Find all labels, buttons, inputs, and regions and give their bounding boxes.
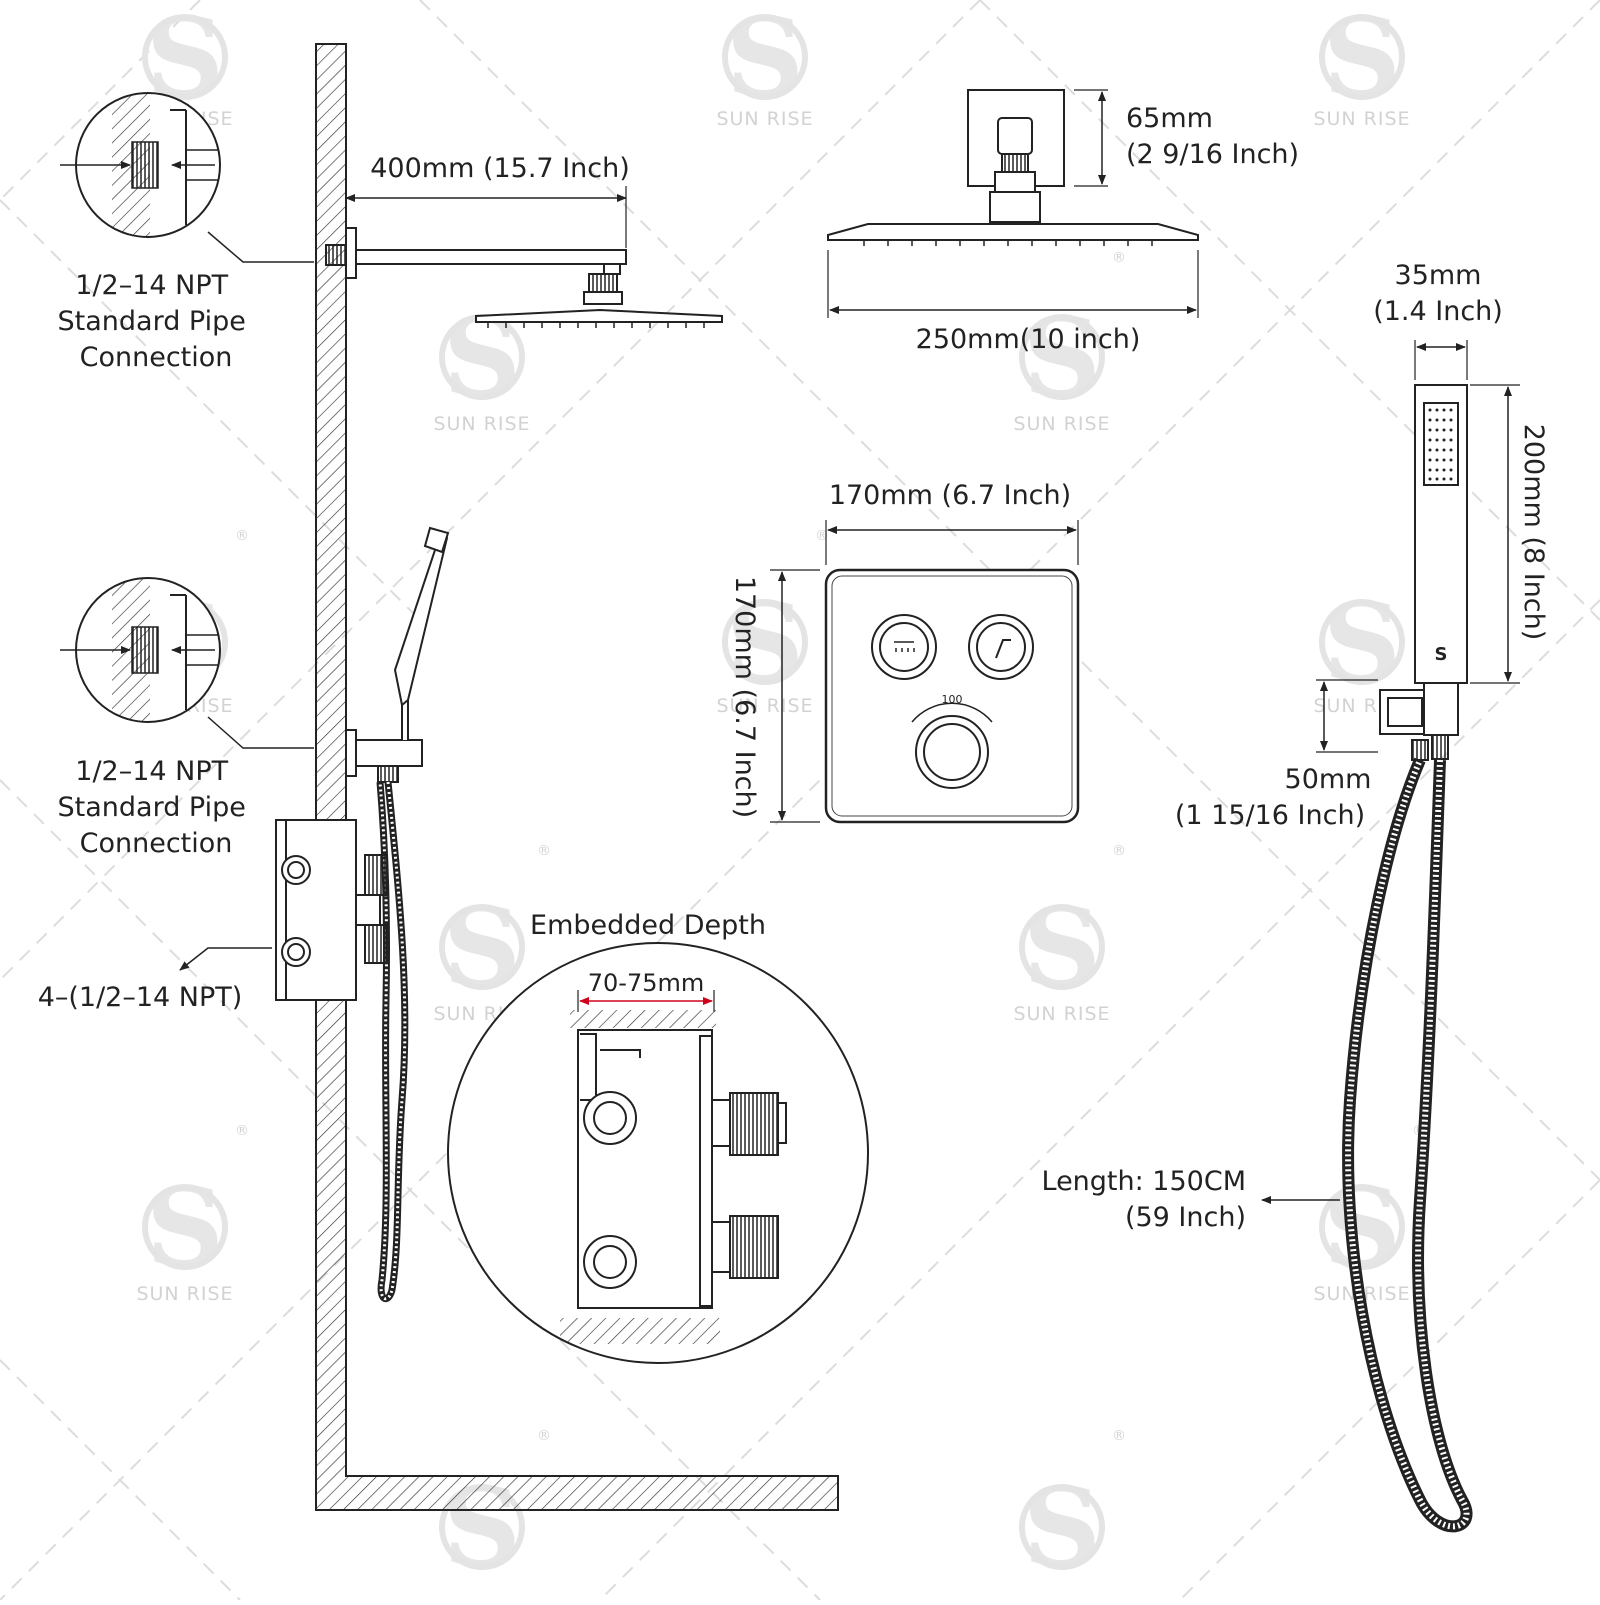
- arm-length-label: 400mm (15.7 Inch): [370, 153, 630, 184]
- plate-width-dimension: 170mm (6.7 Inch): [825, 480, 1079, 565]
- handheld-hose-loop: [1342, 757, 1473, 1533]
- svg-text:SUN RISE: SUN RISE: [716, 108, 813, 130]
- head-height-dimension: 65mm (2 9/16 Inch): [1074, 89, 1299, 187]
- head-width-dimension: 250mm(10 inch): [827, 250, 1199, 355]
- pipe-label-mid-2: Standard Pipe: [58, 792, 246, 823]
- embedded-depth-label: 70-75mm: [588, 969, 705, 997]
- plate-height-dimension: 170mm (6.7 Inch): [729, 569, 820, 823]
- holder-height-label-2: (1 15/16 Inch): [1175, 800, 1365, 831]
- shower-arm-assembly: [325, 227, 723, 328]
- hose-length-label-2: (59 Inch): [1125, 1202, 1246, 1233]
- rain-icon: [894, 641, 915, 652]
- svg-text:®: ®: [815, 528, 829, 544]
- svg-text:®: ®: [235, 528, 249, 544]
- svg-text:®: ®: [1112, 843, 1126, 859]
- svg-text:SUN RISE: SUN RISE: [136, 1283, 233, 1305]
- head-height-label-2: (2 9/16 Inch): [1126, 139, 1299, 170]
- holder-height-label-1: 50mm: [1285, 764, 1372, 795]
- arm-length-dimension: 400mm (15.7 Inch): [345, 153, 630, 248]
- valve-ports-label: 4–(1/2–14 NPT): [38, 982, 243, 1013]
- handheld-width-label-1: 35mm: [1395, 260, 1482, 291]
- head-width-label: 250mm(10 inch): [916, 324, 1141, 355]
- svg-text:SUN RISE: SUN RISE: [433, 413, 530, 435]
- plate-height-label: 170mm (6.7 Inch): [729, 576, 760, 818]
- pipe-label-mid-3: Connection: [80, 828, 233, 859]
- pipe-label-top-2: Standard Pipe: [58, 306, 246, 337]
- pipe-detail-mid: 1/2–14 NPT Standard Pipe Connection: [58, 577, 314, 859]
- valve-box-side: [275, 819, 388, 1001]
- svg-text:®: ®: [1112, 1428, 1126, 1444]
- head-height-label-1: 65mm: [1126, 103, 1213, 134]
- embedded-depth-title: Embedded Depth: [530, 910, 766, 941]
- handheld-width-label-2: (1.4 Inch): [1373, 296, 1503, 327]
- handheld-width-dimension: 35mm (1.4 Inch): [1373, 260, 1503, 380]
- hand-shower-icon: [995, 639, 1011, 659]
- svg-text:®: ®: [1112, 250, 1126, 266]
- hose-length-callout: Length: 150CM (59 Inch): [1042, 1166, 1340, 1233]
- svg-text:SUN RISE: SUN RISE: [1313, 108, 1410, 130]
- pipe-label-mid-1: 1/2–14 NPT: [75, 756, 228, 787]
- valve-ports-callout: 4–(1/2–14 NPT): [38, 947, 272, 1013]
- rain-head-front-view: [827, 89, 1199, 246]
- svg-text:®: ®: [537, 1428, 551, 1444]
- handheld-length-label: 200mm (8 Inch): [1518, 424, 1549, 641]
- holder-height-dimension: 50mm (1 15/16 Inch): [1175, 679, 1378, 831]
- hose-length-label-1: Length: 150CM: [1042, 1166, 1247, 1197]
- wall-section: [315, 43, 839, 1511]
- control-plate: 100: [824, 568, 1080, 824]
- svg-text:SUN RISE: SUN RISE: [1013, 1003, 1110, 1025]
- handheld-brand-mark: S: [1435, 644, 1448, 665]
- svg-text:1/2–14 NPT Standard Pipe: 1/2–14 NPT Standard Pipe Connection: [58, 270, 255, 373]
- pipe-label-top-3: Connection: [80, 342, 233, 373]
- embedded-depth-detail: Embedded Depth 70-75mm: [447, 910, 869, 1364]
- dial-value-label: 100: [942, 693, 963, 706]
- svg-text:1/2–14 NPT Standard Pipe: 1/2–14 NPT Standard Pipe Connection: [58, 756, 255, 859]
- svg-text:SUN RISE: SUN RISE: [716, 695, 813, 717]
- handheld-front-view: S: [1379, 384, 1468, 761]
- svg-text:®: ®: [537, 843, 551, 859]
- plate-width-label: 170mm (6.7 Inch): [829, 480, 1071, 511]
- pipe-detail-top: 1/2–14 NPT Standard Pipe Connection: [58, 92, 314, 373]
- svg-text:SUN RISE: SUN RISE: [1013, 413, 1110, 435]
- svg-text:®: ®: [235, 1123, 249, 1139]
- pipe-label-top-1: 1/2–14 NPT: [75, 270, 228, 301]
- handheld-length-dimension: 200mm (8 Inch): [1470, 384, 1549, 684]
